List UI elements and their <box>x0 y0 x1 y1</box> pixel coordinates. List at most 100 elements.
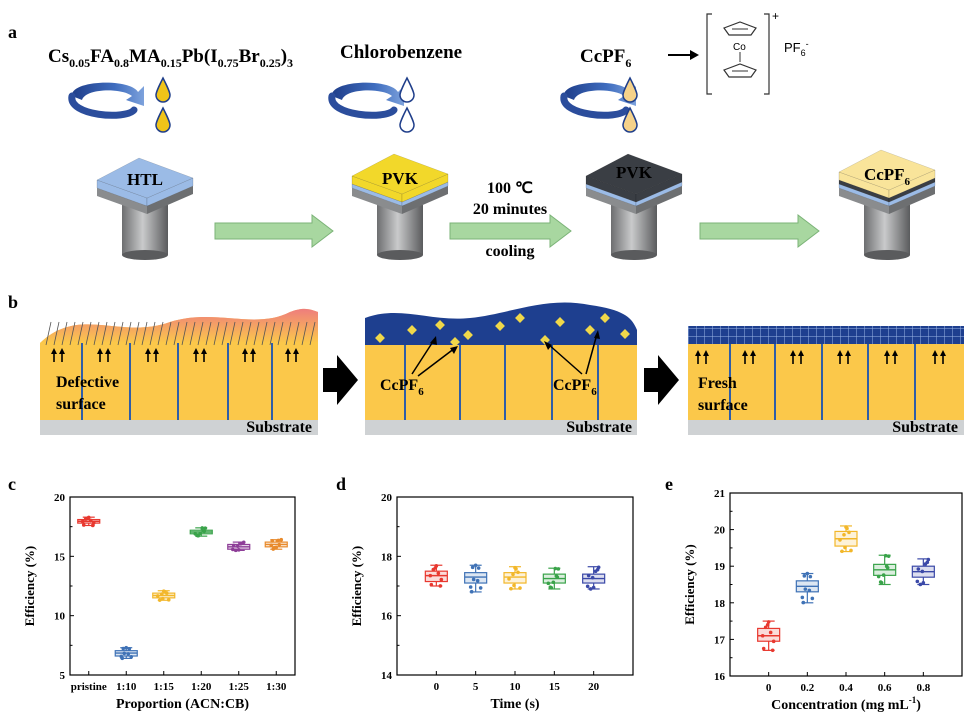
panel-letter-b: b <box>8 292 18 312</box>
stack-label-pvk-annealed: PVK <box>616 163 653 182</box>
box-4 <box>873 553 897 586</box>
y-tick-label: 17 <box>714 634 726 646</box>
film-fresh <box>688 326 964 435</box>
box-3 <box>834 525 858 554</box>
y-tick-label: 20 <box>714 525 726 537</box>
droplet-icon <box>622 106 638 133</box>
x-tick-label: 1:30 <box>266 681 287 693</box>
box-3 <box>152 589 176 602</box>
y-tick-label: 20 <box>54 492 66 504</box>
substrate-label-1: Substrate <box>246 419 312 436</box>
svg-text:+: + <box>772 9 779 23</box>
transition-arrow-2 <box>644 355 679 405</box>
y-tick-label: 20 <box>381 492 393 504</box>
device-stack-2 <box>351 153 449 260</box>
y-tick-label: 18 <box>714 598 726 610</box>
transition-arrow-1 <box>323 355 358 405</box>
x-tick-label: 5 <box>473 681 479 693</box>
swirl-arrow-1 <box>68 82 144 119</box>
box-5 <box>582 565 606 591</box>
film-ccpf6-treated <box>365 302 637 435</box>
swirl-arrow-2 <box>328 82 404 119</box>
droplet-icon <box>399 76 415 103</box>
panel-letter-d: d <box>336 474 346 494</box>
y-axis-label: Efficiency (%) <box>22 546 37 627</box>
y-tick-label: 16 <box>381 611 393 623</box>
ccpf6-label-right: CcPF6 <box>553 377 597 398</box>
y-tick-label: 19 <box>714 561 726 573</box>
box-2 <box>795 571 819 605</box>
anneal-time: 20 minutes <box>473 201 547 218</box>
y-axis-label: Efficiency (%) <box>682 544 697 625</box>
x-axis-label: Time (s) <box>490 697 539 712</box>
y-tick-label: 5 <box>60 670 66 682</box>
box-3 <box>503 565 527 591</box>
y-tick-label: 21 <box>714 488 725 500</box>
fresh-surface-label: surface <box>698 397 748 414</box>
stack-label-htl: HTL <box>127 170 163 189</box>
droplet-icon <box>155 76 171 103</box>
device-stack-4 <box>838 149 936 260</box>
x-tick-label: 20 <box>588 681 600 693</box>
panel-letter-c: c <box>8 474 16 494</box>
ccpf6-label-left: CcPF6 <box>380 377 424 398</box>
cooling-label: cooling <box>486 243 535 260</box>
box-5 <box>911 557 935 587</box>
reagent-ccpf6: CcPF6 <box>580 46 631 70</box>
x-tick-label: 1:25 <box>229 681 250 693</box>
box-1 <box>757 620 781 653</box>
x-tick-label: 0 <box>766 682 772 694</box>
device-stack-1 <box>96 157 194 260</box>
stack-label-pvk: PVK <box>382 169 419 188</box>
substrate-label-2: Substrate <box>566 419 632 436</box>
fresh-label: Fresh <box>698 375 737 392</box>
x-tick-label: 0 <box>434 681 440 693</box>
box-4 <box>542 566 566 590</box>
svg-text:PF6-: PF6- <box>784 39 809 58</box>
x-axis-label: Concentration (mg mL-1) <box>771 695 921 713</box>
plot-frame <box>69 496 296 676</box>
substrate-label-3: Substrate <box>892 419 958 436</box>
anneal-temperature: 100 ℃ <box>487 180 533 197</box>
y-axis-label: Efficiency (%) <box>349 546 364 627</box>
swirl-arrow-3 <box>560 82 636 119</box>
film-defective <box>40 308 318 435</box>
device-stacks <box>96 149 936 260</box>
x-tick-label: pristine <box>71 681 107 693</box>
x-tick-label: 0.8 <box>916 682 930 694</box>
arrow-to-structure <box>668 50 699 60</box>
svg-text:Co: Co <box>733 42 746 53</box>
box-6 <box>264 537 288 551</box>
box-4 <box>189 526 213 538</box>
box-1 <box>77 515 101 528</box>
x-tick-label: 0.4 <box>839 682 853 694</box>
x-axis-label: Proportion (ACN:CB) <box>116 697 249 712</box>
x-tick-label: 0.2 <box>800 682 814 694</box>
x-tick-label: 15 <box>549 681 561 693</box>
x-tick-label: 1:10 <box>116 681 137 693</box>
defective-label: Defective <box>56 374 119 391</box>
x-tick-label: 10 <box>510 681 522 693</box>
panel-letter-e: e <box>665 474 673 494</box>
droplet-icon <box>155 106 171 133</box>
droplet-icon <box>622 76 638 103</box>
defective-surface-label: surface <box>56 396 106 413</box>
droplet-icon <box>399 106 415 133</box>
panel-letter-a: a <box>8 22 17 42</box>
y-tick-label: 18 <box>381 551 393 563</box>
box-2 <box>114 645 138 661</box>
x-tick-label: 1:20 <box>191 681 212 693</box>
reagent-perovskite-formula: Cs0.05FA0.8MA0.15Pb(I0.75Br0.25)3 <box>48 46 293 70</box>
y-tick-label: 15 <box>54 551 66 563</box>
cobaltocenium-structure: Co + PF6- <box>706 9 809 95</box>
box-5 <box>227 540 251 553</box>
reagent-chlorobenzene: Chlorobenzene <box>340 42 462 63</box>
y-tick-label: 16 <box>714 671 726 683</box>
process-arrows <box>214 213 820 249</box>
y-tick-label: 14 <box>381 670 393 682</box>
stack-label-ccpf6: CcPF6 <box>864 165 911 188</box>
